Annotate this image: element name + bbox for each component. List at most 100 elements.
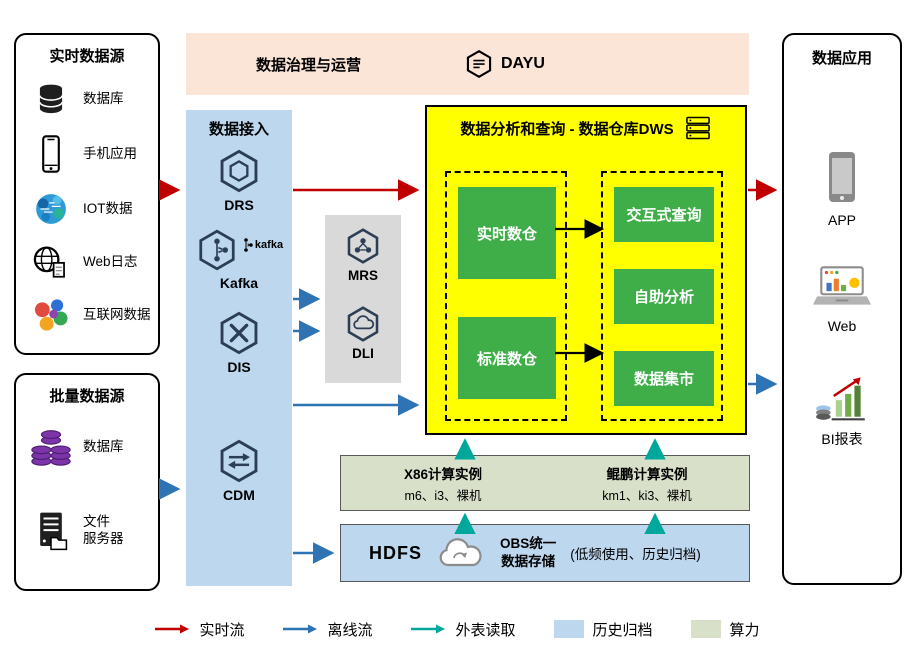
phone-icon [28,132,74,176]
legend-label: 实时流 [199,621,245,639]
teal-arrow-icon [411,624,446,634]
kafka-logo-icon [244,238,253,252]
obs-line2: 数据存储 [501,554,556,569]
dis-icon [220,311,258,355]
kafka-icon [199,229,235,271]
dws-standard-warehouse: 标准数仓 [458,317,556,399]
app-phone-icon [829,152,855,202]
compute-x86-subtitle: m6、i3、裸机 [404,488,482,503]
kafka-wordmark: kafka [243,237,283,253]
ingestion-column: 数据接入 DRS kafka Kafka DIS CDM [186,110,292,586]
legend-compute: 算力 [690,619,760,640]
compute-kunpeng: 鲲鹏计算实例 km1、ki3、裸机 [545,456,749,510]
legend-label: 历史归档 [592,621,653,639]
batch-sources-panel: 批量数据源 数据库 文件 服务器 [14,373,160,591]
bi-item: BI报表 [784,371,900,449]
legend-external-read: 外表读取 [410,619,516,640]
applications-title: 数据应用 [811,50,872,67]
compute-x86-title: X86计算实例 [403,466,483,482]
dayu-logo: DAYU [464,33,545,95]
item-label: 手机应用 [83,145,137,161]
legend: 实时流 离线流 外表读取 历史归档 算力 [0,612,914,646]
service-label: Kafka [219,275,259,291]
legend-realtime-flow: 实时流 [154,619,244,640]
iot-icon [28,188,74,230]
database-purple-icon [28,425,74,469]
obs-label: OBS统一数据存储 [500,535,556,570]
legend-label: 算力 [729,621,760,639]
item-label: 文件 服务器 [83,514,124,546]
realtime-sources-panel: 实时数据源 数据库 手机应用 IOT数据 Web日志 [14,33,160,355]
batch-sources-title: 批量数据源 [49,388,125,405]
drs-icon [220,149,258,193]
red-arrow-icon [155,624,190,634]
service-dis: DIS [186,310,292,375]
governance-title: 数据治理与运营 [256,56,362,74]
dayu-icon [466,49,492,79]
service-label: DRS [224,197,254,213]
database-icon [28,79,74,119]
obs-line1: OBS统一 [500,536,557,552]
bi-label: BI报表 [821,431,863,447]
item-label: IOT数据 [83,200,133,216]
list-item: 互联网数据 [16,291,158,339]
service-label: DLI [352,346,374,361]
service-dli: DLI [325,305,401,361]
service-label: CDM [223,487,255,503]
applications-panel: 数据应用 APP Web BI报表 [782,33,902,585]
app-label: APP [827,212,856,228]
legend-label: 外表读取 [455,621,516,639]
web-dashboard-icon [813,266,871,305]
web-log-icon [28,242,74,282]
mrs-icon [347,228,379,264]
service-label: MRS [348,268,378,283]
storage-bar: HDFS OBS统一数据存储 (低频使用、历史归档) [340,524,750,582]
service-kafka: kafka Kafka [186,228,292,291]
dws-stack-icon [685,116,710,140]
dws-interactive-query: 交互式查询 [614,187,714,242]
legend-offline-flow: 离线流 [282,619,372,640]
list-item: 手机应用 [16,130,158,178]
legend-archive: 历史归档 [553,619,653,640]
service-cdm: CDM [186,438,292,503]
list-item: IOT数据 [16,185,158,233]
service-drs: DRS [186,148,292,213]
cloud-icon [439,538,482,567]
web-label: Web [827,318,857,334]
service-mrs: MRS [325,227,401,283]
dws-box: 数据分析和查询 - 数据仓库DWS 实时数仓 标准数仓 交互式查询 自助分析 数… [425,105,747,435]
hdfs-label: HDFS [369,542,422,563]
file-server-icon [28,507,74,555]
dws-analytics-group: 交互式查询 自助分析 数据集市 [601,171,723,421]
internet-data-icon [28,295,74,335]
governance-bar: 数据治理与运营 DAYU [186,33,749,95]
ingestion-title: 数据接入 [208,121,269,138]
web-item: Web [784,263,900,334]
list-item: Web日志 [16,238,158,286]
legend-label: 离线流 [327,621,373,639]
service-label: DIS [227,359,251,375]
realtime-sources-title: 实时数据源 [49,48,125,65]
compute-kunpeng-title: 鲲鹏计算实例 [606,466,688,482]
dws-warehouse-group: 实时数仓 标准数仓 [445,171,567,421]
dws-header: 数据分析和查询 - 数据仓库DWS [427,115,745,141]
dli-icon [347,306,379,342]
item-label: 数据库 [83,438,124,454]
blue-arrow-icon [283,624,318,634]
compute-x86: X86计算实例 m6、i3、裸机 [341,456,545,510]
app-item: APP [784,150,900,228]
obs-note: (低频使用、历史归档) [570,547,701,562]
dws-self-service-analysis: 自助分析 [614,269,714,324]
dws-data-mart: 数据集市 [614,351,714,406]
dws-title: 数据分析和查询 - 数据仓库DWS [460,120,674,138]
bi-report-icon [816,377,865,421]
item-label: 互联网数据 [83,306,151,322]
compute-bar: X86计算实例 m6、i3、裸机 鲲鹏计算实例 km1、ki3、裸机 [340,455,750,511]
list-item: 数据库 [16,420,158,474]
item-label: Web日志 [83,253,138,269]
compute-swatch [690,620,721,638]
dws-realtime-warehouse: 实时数仓 [458,187,556,279]
cdm-icon [220,439,258,483]
archive-swatch [553,620,584,638]
